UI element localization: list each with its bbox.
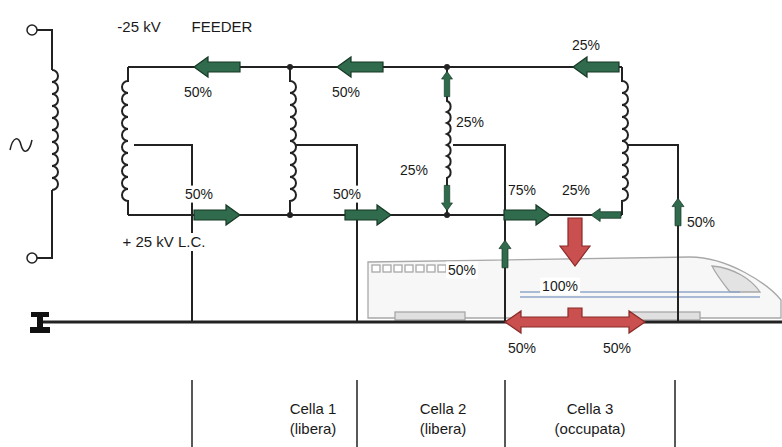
current-percent: 25% (454, 114, 486, 131)
current-percent: 50% (446, 262, 478, 279)
current-percent: 50% (331, 186, 363, 203)
wiring (10, 25, 782, 447)
line-voltage-label: + 25 kV L.C. (121, 233, 208, 251)
sine-symbol (10, 139, 32, 151)
train-current-arrows (505, 218, 645, 333)
train-window (416, 265, 424, 272)
junction-dot (287, 212, 293, 218)
current-percent: 50% (601, 340, 633, 357)
terminal (27, 253, 37, 263)
train-window (427, 265, 435, 272)
train-windows (372, 265, 446, 272)
current-percent: 25% (398, 162, 430, 179)
current-arrow (337, 57, 383, 77)
current-percent: 50% (506, 340, 538, 357)
current-arrow (672, 198, 684, 226)
train-window (372, 265, 380, 272)
autotransformer-coil (622, 67, 628, 215)
transformer-secondary (122, 67, 128, 215)
current-percent: 50% (330, 84, 362, 101)
rail-symbol (30, 312, 50, 333)
junction-dot (287, 64, 293, 70)
train-window (405, 265, 413, 272)
train-bogie (395, 312, 465, 320)
current-percent: 75% (506, 182, 538, 199)
rail (40, 321, 782, 324)
current-arrows (194, 57, 684, 268)
train-window (438, 265, 446, 272)
current-arrow (442, 185, 453, 210)
primary-coil (52, 70, 58, 190)
train-stripe (520, 296, 760, 297)
current-arrow (194, 57, 240, 77)
current-percent: 50% (685, 214, 717, 231)
junction-dot (444, 212, 450, 218)
train-windshield (712, 266, 760, 292)
current-arrow (345, 205, 391, 225)
current-arrow (442, 71, 453, 96)
feeder-label: FEEDER (190, 18, 255, 36)
train-current-arrow (560, 218, 590, 266)
cell-label: Cella 1 (libera) (275, 399, 351, 438)
current-arrow (591, 209, 621, 222)
primary-wire (37, 30, 52, 70)
terminal (27, 25, 37, 35)
current-percent: 25% (570, 37, 602, 54)
center-tap (453, 145, 505, 322)
return-current-arrow (505, 308, 645, 333)
voltage-label: -25 kV (115, 18, 162, 36)
current-percent: 100% (540, 278, 580, 295)
cell-label: Cella 3 (occupata) (544, 399, 636, 438)
junction-dots (287, 64, 450, 218)
junction-dot (444, 64, 450, 70)
autotransformer-coil (290, 67, 296, 215)
current-percent: 50% (182, 84, 214, 101)
current-percent: 25% (560, 182, 592, 199)
current-arrow (194, 205, 240, 225)
train-window (394, 265, 402, 272)
current-percent: 50% (183, 186, 215, 203)
train-window (383, 265, 391, 272)
current-arrow (504, 205, 550, 225)
current-arrow (499, 240, 511, 268)
center-tap (296, 145, 357, 322)
current-arrow (573, 57, 619, 77)
center-tap (628, 145, 678, 322)
cell-label: Cella 2 (libera) (405, 399, 481, 438)
primary-wire (37, 190, 52, 258)
cell-divider (192, 380, 675, 447)
